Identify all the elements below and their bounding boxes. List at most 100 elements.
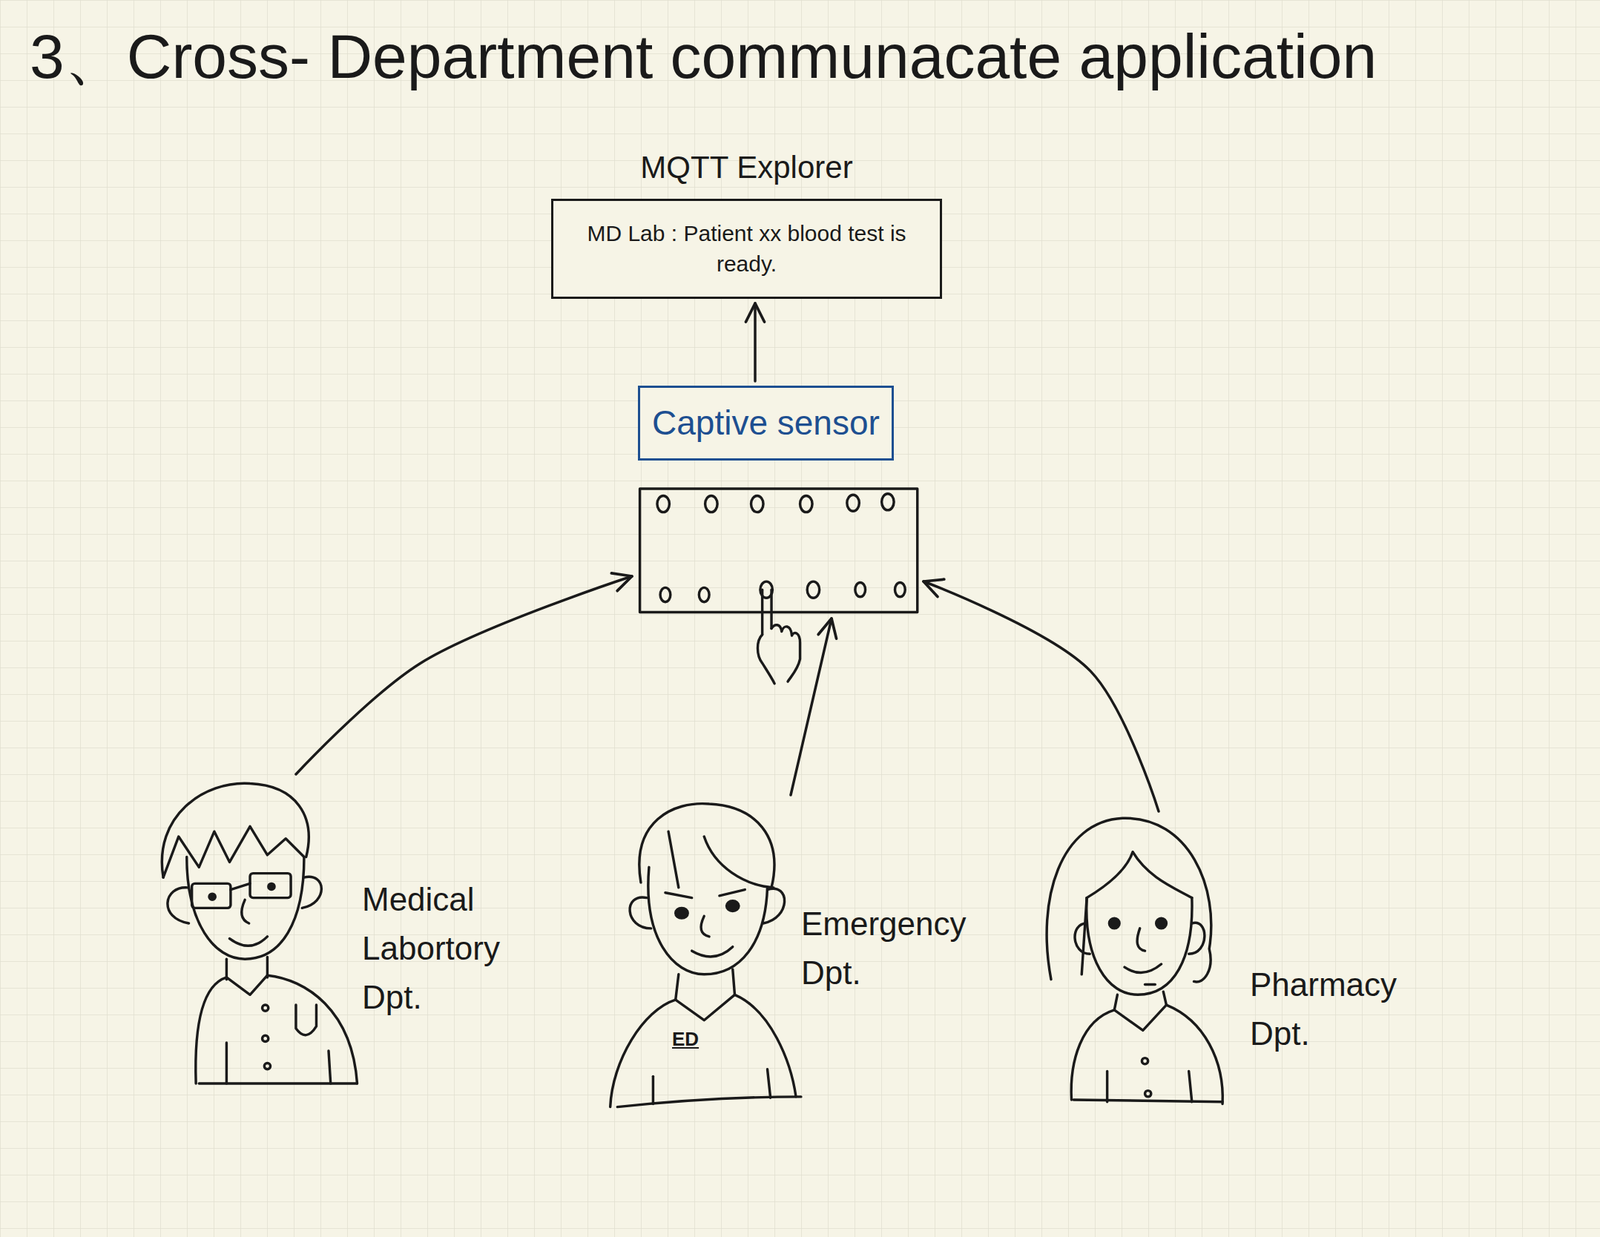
- emergency-staff-figure: [629, 897, 652, 929]
- pharmacy-staff-figure: [1114, 1005, 1167, 1031]
- sensor-board: [640, 488, 918, 612]
- shirt-badge-text: ED: [672, 1028, 699, 1052]
- emergency-staff-figure: [610, 804, 802, 1108]
- sensor-board: [881, 494, 895, 511]
- sensor-board: [705, 496, 719, 513]
- lab-staff-figure: [225, 1042, 228, 1084]
- emergency-staff-figure: [735, 994, 797, 1098]
- department-person: Emergency Dpt.: [604, 799, 994, 1115]
- arrow-connector: [753, 303, 757, 382]
- lab-staff-figure: [195, 977, 227, 1084]
- pointing-finger: [757, 589, 800, 684]
- sensor-board: [751, 496, 765, 513]
- pharmacy-staff-figure: [1108, 918, 1120, 929]
- sensor-label: Captive sensor: [637, 385, 894, 461]
- emergency-staff-figure: [652, 1076, 655, 1104]
- lab-staff-figure: [241, 899, 250, 924]
- pharmacy-staff-figure: [1046, 818, 1223, 1104]
- arrow-connector: [295, 576, 632, 775]
- emergency-staff-figure: [610, 999, 676, 1107]
- sensor-board: [657, 496, 670, 513]
- emergency-staff-figure: [675, 974, 679, 1000]
- lab-staff-figure: [161, 783, 357, 1084]
- lab-staff-figure: [163, 826, 305, 878]
- pharmacy-staff-figure: [1086, 852, 1193, 899]
- pharmacy-staff-figure: [1189, 1071, 1193, 1102]
- pharmacy-staff-figure: [1137, 928, 1145, 951]
- lab-staff-figure: [262, 1005, 269, 1012]
- pharmacy-staff-figure: [1046, 818, 1212, 983]
- pharmacy-staff-figure: [1189, 922, 1205, 954]
- emergency-staff-figure: [665, 893, 693, 899]
- emergency-staff-figure: [767, 1069, 771, 1099]
- message-box: MQTT ExplorerMD Lab : Patient xx blood t…: [551, 198, 943, 299]
- pharmacy-staff-figure: [1086, 898, 1193, 996]
- pharmacy-staff-figure: [1163, 991, 1167, 1006]
- emergency-staff-figure: [700, 916, 710, 937]
- pharmacy-staff-figure: [1145, 1091, 1152, 1098]
- sensor-board: [847, 494, 860, 512]
- emergency-staff-figure: [639, 804, 775, 888]
- lab-staff-figure: [209, 893, 216, 900]
- emergency-staff-figure: [703, 836, 774, 888]
- pharmacy-staff-figure: [1074, 923, 1090, 954]
- lab-staff-figure: [186, 857, 305, 960]
- arrow-connector: [923, 581, 1159, 812]
- sensor-board: [698, 587, 710, 602]
- box-heading: MQTT Explorer: [523, 149, 970, 187]
- pharmacy-staff-figure: [1156, 918, 1167, 929]
- pointing-finger: [761, 589, 764, 635]
- sensor-board: [640, 488, 918, 612]
- diagram-title: 3、Cross- Department communacate applicat…: [29, 19, 1377, 95]
- emergency-staff-figure: [763, 888, 785, 924]
- pointing-finger: [757, 634, 775, 684]
- pharmacy-staff-figure: [1105, 1071, 1109, 1102]
- emergency-staff-figure: [675, 907, 689, 919]
- pharmacy-staff-figure: [1073, 1100, 1223, 1103]
- department-label: Medical Labortory Dpt.: [361, 875, 541, 1023]
- sensor-board: [894, 583, 905, 598]
- sensor-board: [807, 581, 820, 598]
- department-person: Pharmacy Dpt.: [1038, 815, 1428, 1106]
- department-label: Pharmacy Dpt.: [1249, 960, 1421, 1059]
- pharmacy-staff-figure: [1124, 964, 1162, 973]
- emergency-staff-figure: [719, 890, 745, 897]
- lab-staff-figure: [161, 783, 309, 878]
- pointing-finger: [771, 625, 801, 682]
- pharmacy-staff-figure: [1081, 898, 1087, 975]
- lab-staff-figure: [198, 1082, 357, 1085]
- sensor-board: [660, 587, 671, 602]
- lab-staff-figure: [192, 883, 231, 908]
- sensor-board: [855, 583, 866, 598]
- emergency-staff-figure: [675, 994, 736, 1020]
- lab-staff-figure: [268, 883, 275, 890]
- lab-staff-figure: [264, 1062, 271, 1069]
- department-label: Emergency Dpt.: [801, 899, 987, 998]
- lab-staff-figure: [229, 936, 268, 946]
- lab-staff-figure: [167, 887, 190, 924]
- sensor-board: [800, 496, 813, 513]
- lab-staff-figure: [262, 1035, 269, 1042]
- sensor-node: Captive sensor: [637, 385, 918, 613]
- emergency-staff-figure: [668, 831, 679, 888]
- pharmacy-staff-figure: [1141, 1058, 1148, 1065]
- department-person: Medical Labortory Dpt.: [148, 778, 548, 1091]
- drawing-part: [161, 488, 1223, 1108]
- pharmacy-staff-figure: [1145, 983, 1156, 986]
- lab-staff-figure: [230, 883, 250, 890]
- arrow-connector: [790, 618, 832, 796]
- pointing-finger: [769, 589, 773, 629]
- lab-staff-figure: [301, 876, 322, 908]
- lab-staff-figure: [249, 873, 291, 899]
- pharmacy-staff-figure: [1114, 994, 1118, 1011]
- emergency-staff-figure: [617, 1097, 802, 1108]
- pharmacy-staff-figure: [1166, 1005, 1223, 1104]
- lab-staff-figure: [295, 1005, 317, 1036]
- emergency-staff-figure: [726, 901, 739, 912]
- emergency-staff-figure: [692, 947, 733, 957]
